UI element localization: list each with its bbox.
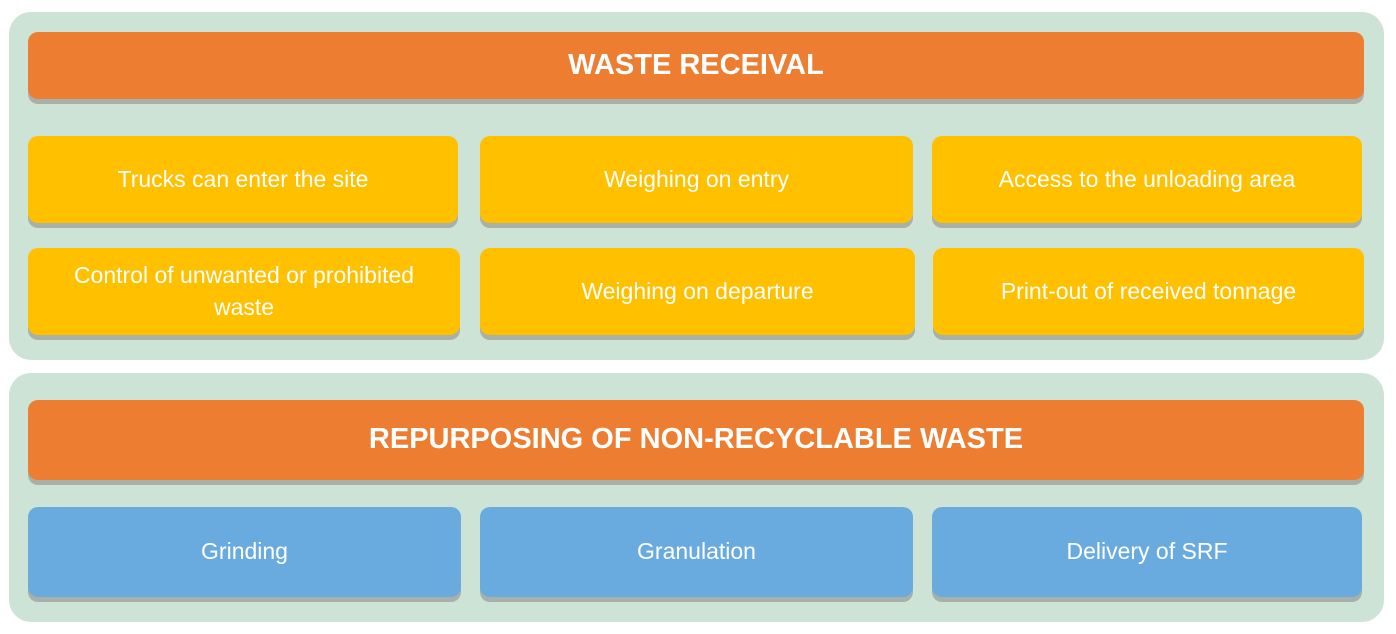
step-print-out-tonnage: Print-out of received tonnage bbox=[933, 248, 1364, 335]
waste-receival-header: WASTE RECEIVAL bbox=[28, 32, 1364, 99]
step-access-unloading-area: Access to the unloading area bbox=[932, 136, 1362, 223]
step-control-prohibited-waste: Control of unwanted or prohibited waste bbox=[28, 248, 460, 335]
step-trucks-enter-site: Trucks can enter the site bbox=[28, 136, 458, 223]
step-grinding: Grinding bbox=[28, 507, 461, 597]
repurposing-panel: REPURPOSING OF NON-RECYCLABLE WASTE Grin… bbox=[9, 373, 1384, 622]
step-delivery-of-srf: Delivery of SRF bbox=[932, 507, 1362, 597]
step-granulation: Granulation bbox=[480, 507, 913, 597]
step-weighing-on-entry: Weighing on entry bbox=[480, 136, 913, 223]
step-weighing-on-departure: Weighing on departure bbox=[480, 248, 915, 335]
repurposing-header: REPURPOSING OF NON-RECYCLABLE WASTE bbox=[28, 400, 1364, 480]
waste-receival-panel: WASTE RECEIVAL Trucks can enter the site… bbox=[9, 12, 1384, 360]
